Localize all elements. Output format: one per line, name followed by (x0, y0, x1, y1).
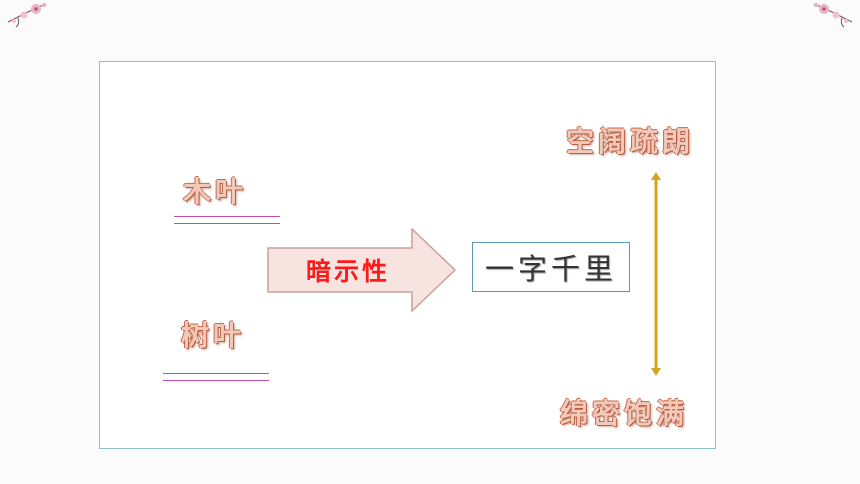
spectrum-top-label: 空阔疏朗 (566, 125, 695, 158)
term-muye-underline-top (174, 216, 280, 217)
result-box: 一字千里 (472, 242, 630, 292)
plum-blossom-decoration-right (813, 2, 853, 28)
term-muye-underline-bottom (174, 223, 280, 224)
spectrum-double-arrow (651, 172, 661, 376)
arrow-label: 暗示性 (306, 257, 391, 286)
result-box-label: 一字千里 (484, 252, 617, 286)
spectrum-bottom-label: 绵密饱满 (560, 397, 689, 430)
plum-blossom-decoration-left (7, 2, 47, 28)
term-muye: 木叶 (183, 175, 248, 208)
term-shuye: 树叶 (181, 319, 246, 352)
term-shuye-underline-top (163, 373, 269, 374)
implication-arrow (267, 228, 457, 312)
term-shuye-underline-bottom (163, 380, 269, 381)
